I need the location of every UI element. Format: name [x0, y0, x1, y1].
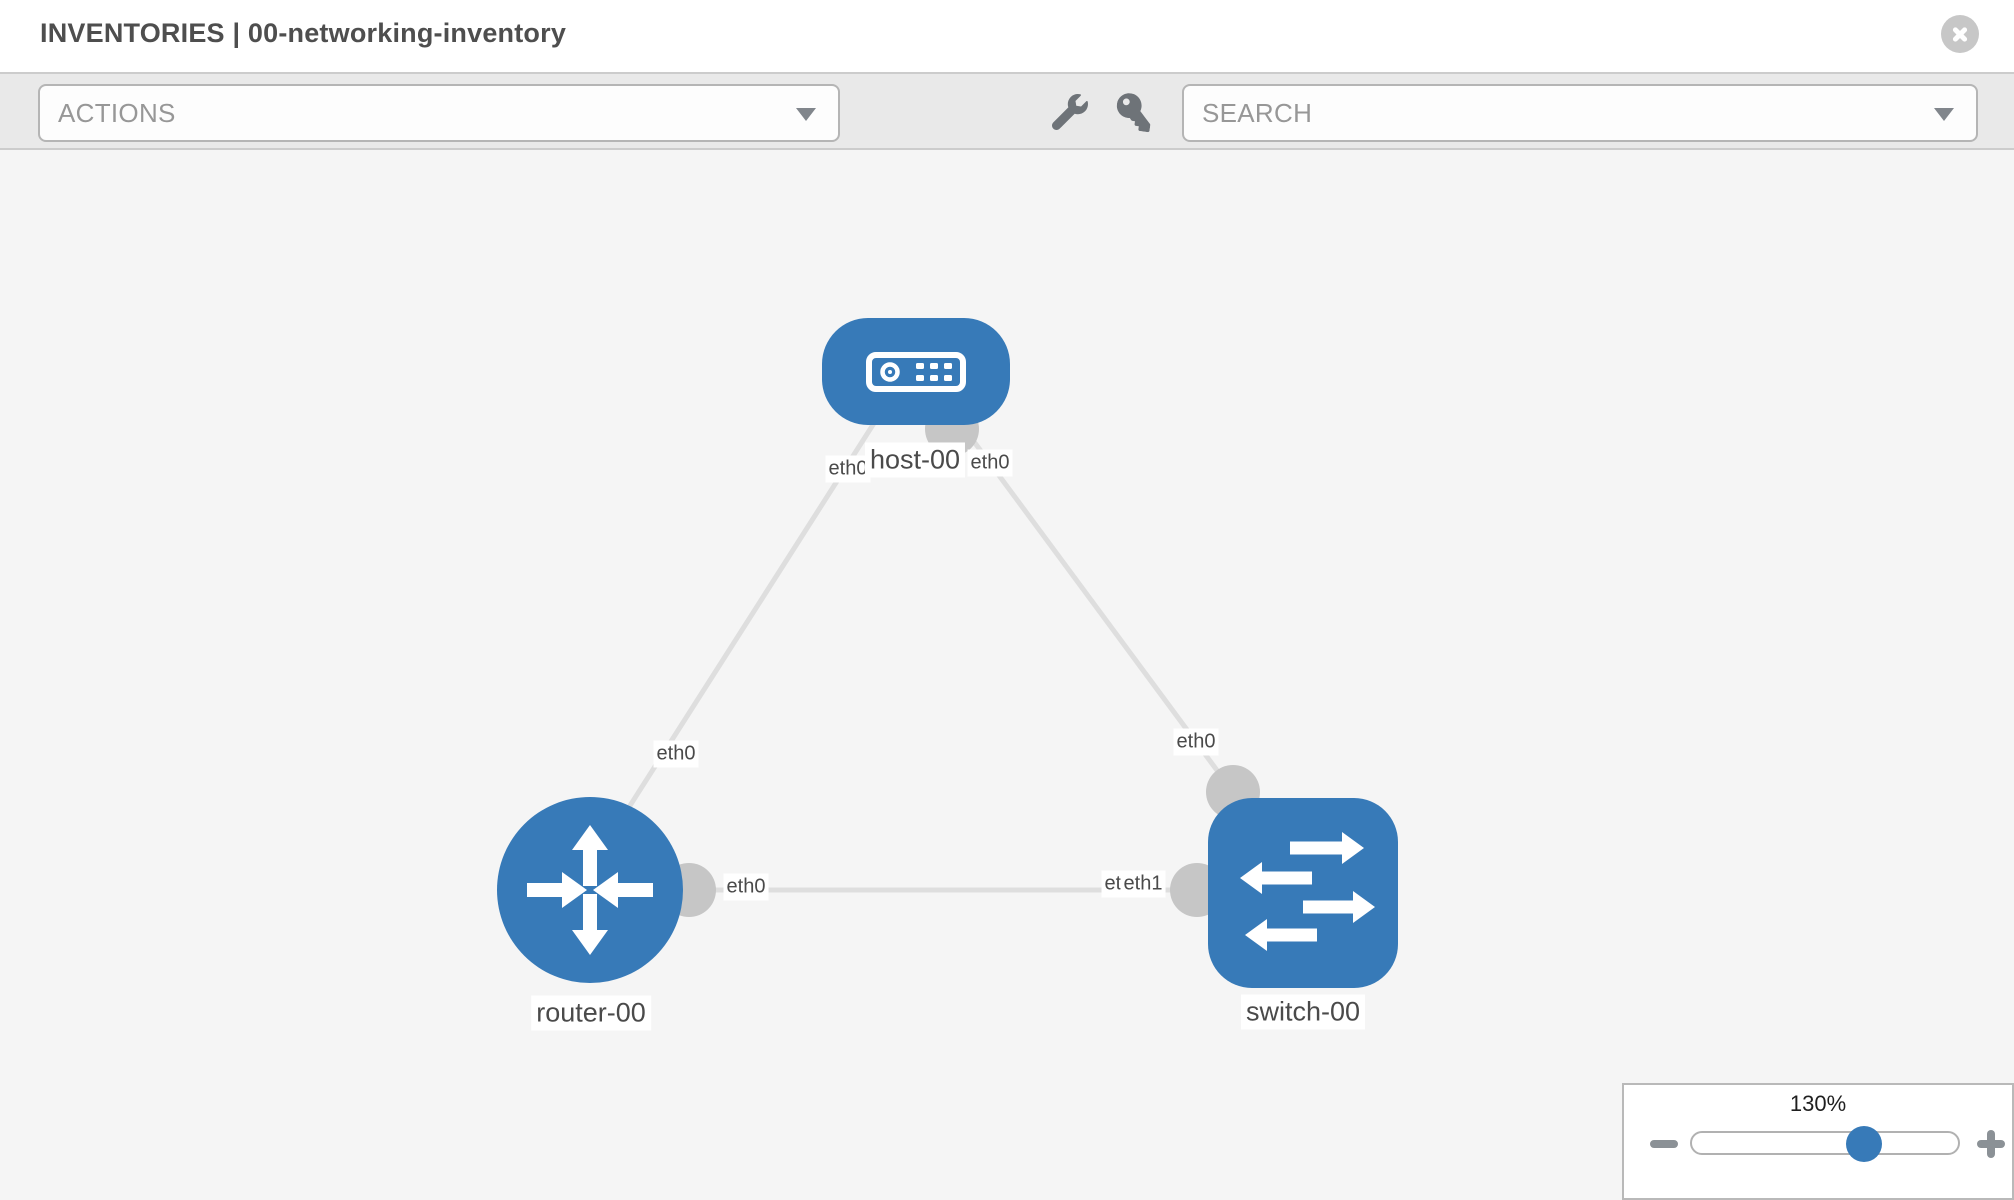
key-icon[interactable]: [1116, 93, 1152, 133]
interface-label: eth0: [967, 449, 1013, 477]
router-icon: [527, 825, 653, 955]
close-icon[interactable]: [1941, 15, 1979, 53]
host-icon: [866, 352, 966, 392]
search-dropdown-value: SEARCH: [1202, 98, 1313, 128]
interface-label: eth1: [1120, 870, 1166, 898]
node-host[interactable]: [822, 318, 1010, 425]
actions-dropdown-value: ACTIONS: [58, 98, 176, 128]
zoom-level-value: 130%: [1789, 1091, 1847, 1116]
interface-label: eth0: [653, 740, 699, 768]
topology-canvas[interactable]: [0, 150, 2014, 1200]
zoom-slider-thumb[interactable]: [1846, 1126, 1882, 1162]
zoom-control-panel: 130%: [1622, 1083, 2014, 1200]
interface-label: eth0: [1173, 728, 1219, 756]
zoom-slider-track[interactable]: [1690, 1131, 1960, 1155]
page-title: INVENTORIES | 00-networking-inventory: [40, 18, 567, 48]
toolbar: ACTIONS SEARCH: [0, 72, 2014, 150]
node-label-switch: switch-00: [1240, 994, 1366, 1030]
node-switch[interactable]: [1208, 798, 1398, 988]
plus-icon[interactable]: [1976, 1129, 2006, 1159]
window-header: INVENTORIES | 00-networking-inventory: [0, 0, 2014, 72]
actions-dropdown[interactable]: ACTIONS: [38, 84, 840, 142]
node-router[interactable]: [497, 797, 683, 983]
minus-icon[interactable]: [1650, 1140, 1678, 1148]
chevron-down-icon: [796, 108, 816, 121]
plus-icon-bar: [1987, 1130, 1995, 1158]
node-label-router: router-00: [531, 995, 651, 1031]
switch-icon: [1240, 832, 1375, 951]
chevron-down-icon: [1934, 108, 1954, 121]
node-label-host: host-00: [864, 442, 966, 478]
interface-label: eth0: [825, 455, 871, 483]
interface-label: eth0: [723, 873, 769, 901]
search-dropdown[interactable]: SEARCH: [1182, 84, 1978, 142]
wrench-icon[interactable]: [1051, 94, 1088, 131]
